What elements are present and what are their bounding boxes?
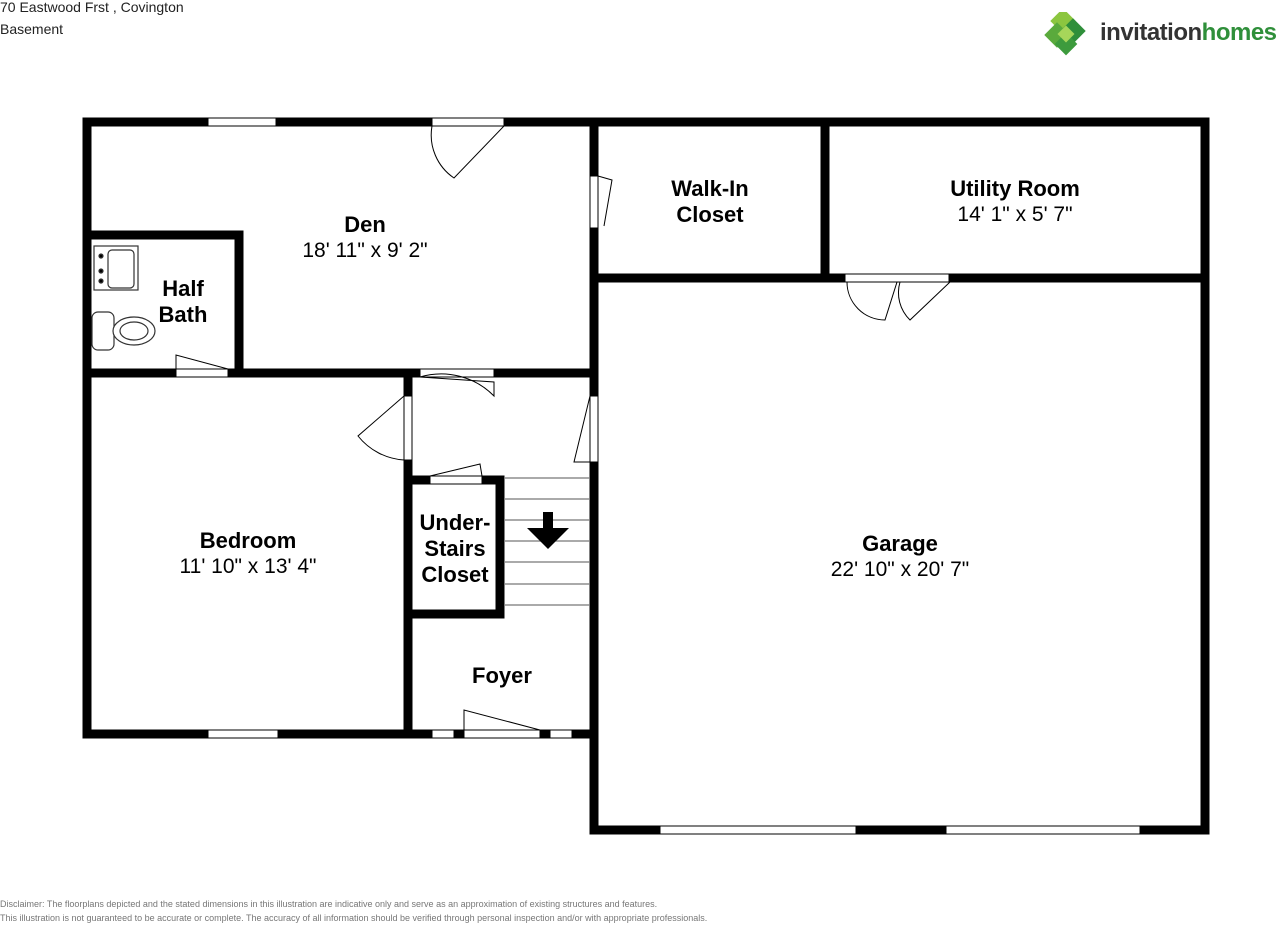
room-garage: Garage 22' 10" x 20' 7"	[800, 531, 1000, 583]
room-utility: Utility Room 14' 1" x 5' 7"	[900, 176, 1130, 228]
walls	[82, 117, 1210, 835]
room-den-dims: 18' 11" x 9' 2"	[302, 239, 428, 262]
room-half-bath: Half Bath	[140, 276, 226, 328]
room-foyer-name: Foyer	[472, 663, 532, 688]
room-halfbath-name-line2: Bath	[158, 302, 208, 327]
room-utility-name: Utility Room	[950, 176, 1080, 201]
property-address: 70 Eastwood Frst , Covington	[0, 0, 184, 15]
room-bedroom-name: Bedroom	[199, 528, 297, 553]
room-bedroom: Bedroom 11' 10" x 13' 4"	[148, 528, 348, 580]
staircase	[505, 477, 590, 606]
room-foyer: Foyer	[442, 663, 562, 689]
room-utility-dims: 14' 1" x 5' 7"	[957, 203, 1073, 226]
room-garage-name: Garage	[862, 531, 938, 556]
brand-name-part2: homes	[1201, 19, 1277, 46]
room-garage-dims: 22' 10" x 20' 7"	[830, 558, 970, 581]
room-walk-in-closet: Walk-In Closet	[640, 176, 780, 228]
brand-name: invitationhomes	[1100, 19, 1277, 47]
room-under-stairs-closet: Under- Stairs Closet	[410, 510, 500, 588]
floor-level-label: Basement	[0, 21, 64, 37]
bath-fixtures	[91, 245, 156, 351]
room-understairs-line2: Stairs	[424, 536, 486, 561]
disclaimer-line1: Disclaimer: The floorplans depicted and …	[0, 899, 658, 909]
company-logo: invitationhomes	[1044, 12, 1280, 58]
room-walkin-name-line1: Walk-In	[671, 176, 749, 201]
room-understairs-line3: Closet	[421, 562, 489, 587]
room-den-name: Den	[344, 212, 386, 237]
brand-name-part1: invitation	[1100, 19, 1202, 46]
room-walkin-name-line2: Closet	[676, 202, 744, 227]
room-understairs-line1: Under-	[419, 510, 491, 535]
stairs-down-arrow-icon	[527, 512, 569, 549]
disclaimer: Disclaimer: The floorplans depicted and …	[0, 897, 707, 925]
disclaimer-line2: This illustration is not guaranteed to b…	[0, 913, 708, 923]
room-den: Den 18' 11" x 9' 2"	[265, 212, 465, 264]
logo-mark-icon	[1044, 12, 1086, 56]
door-swings	[175, 125, 952, 731]
room-halfbath-name-line1: Half	[162, 276, 204, 301]
toilet-icon	[91, 311, 115, 351]
room-bedroom-dims: 11' 10" x 13' 4"	[179, 555, 317, 578]
